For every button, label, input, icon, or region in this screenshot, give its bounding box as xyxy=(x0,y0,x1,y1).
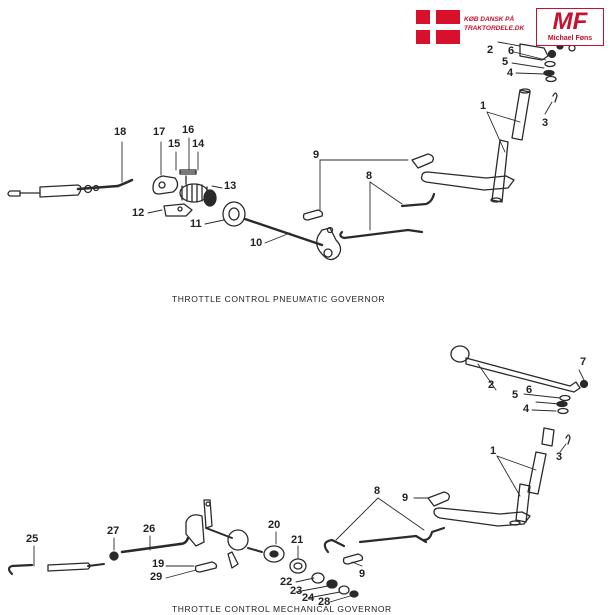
part-9-link xyxy=(302,153,434,221)
callout-6b: 6 xyxy=(526,384,533,396)
callout-9: 9 xyxy=(313,149,320,161)
callout-26: 25 xyxy=(26,533,39,545)
callout-14: 14 xyxy=(192,138,205,150)
part-18-rod xyxy=(7,178,134,198)
callout-18: 18 xyxy=(114,126,127,138)
callout-1b: 1 xyxy=(490,445,497,457)
part-19-lever xyxy=(185,499,233,547)
part-12-spring xyxy=(179,183,217,207)
part-governor-arm xyxy=(227,529,263,569)
callout-15: 15 xyxy=(168,138,181,150)
callout-28: 27 xyxy=(107,525,120,537)
callout-22: 22 xyxy=(280,576,293,588)
callout-8: 8 xyxy=(366,170,373,182)
shop-logo: KØB DANSK PÅ TRAKTORDELE.DK MF Michael F… xyxy=(416,8,604,46)
callout-13: 12 xyxy=(132,207,145,219)
part-17-bracket xyxy=(152,175,179,195)
callout-29: 29 xyxy=(150,571,163,583)
callout-12: 13 xyxy=(224,180,237,192)
callout-5b: 5 xyxy=(512,389,519,401)
callout-6: 6 xyxy=(508,45,515,57)
callout-27: 26 xyxy=(143,523,156,535)
part-9-links-bottom xyxy=(342,491,450,565)
callout-9c: 9 xyxy=(359,568,366,580)
part-10-shaft xyxy=(243,217,342,261)
callout-8b: 8 xyxy=(374,485,381,497)
callout-17: 17 xyxy=(153,126,166,138)
callout-9b: 9 xyxy=(402,492,409,504)
callout-21: 21 xyxy=(291,534,304,546)
part-13-lever xyxy=(163,203,193,217)
part-22-25-small-parts xyxy=(311,572,359,598)
callout-16: 16 xyxy=(182,124,195,136)
part-1-shaft-bottom xyxy=(433,427,555,527)
callout-1: 1 xyxy=(480,100,487,112)
danish-flag-icon xyxy=(416,10,460,44)
callout-2: 2 xyxy=(487,44,494,56)
part-11-disc xyxy=(222,201,246,227)
callout-24: 24 xyxy=(302,592,315,604)
callout-4b: 4 xyxy=(523,403,530,415)
part-8-rods xyxy=(339,192,436,240)
callout-10: 10 xyxy=(250,237,263,249)
callout-11: 11 xyxy=(190,218,202,230)
mf-logo: MF Michael Føns xyxy=(536,8,604,46)
part-3-4-5-6-washers xyxy=(543,60,558,103)
callout-5: 5 xyxy=(502,56,509,68)
mf-mark: MF xyxy=(552,8,588,35)
callout-3b: 3 xyxy=(556,451,563,463)
callout-7: 7 xyxy=(580,356,587,368)
part-2-lever-bottom xyxy=(450,345,589,393)
callout-3: 3 xyxy=(542,117,549,129)
callout-23: 23 xyxy=(290,585,303,597)
caption-mechanical: THROTTLE CONTROL MECHANICAL GOVERNOR xyxy=(172,604,392,614)
callout-2b: 2 xyxy=(488,379,495,391)
part-26-rod-end xyxy=(7,562,105,576)
bottom-leaders xyxy=(33,363,585,603)
part-20-washer xyxy=(263,545,285,563)
part-28-nut xyxy=(109,551,119,561)
part-8-rods-bottom xyxy=(323,526,446,554)
part-29-link xyxy=(194,561,218,573)
callout-19: 19 xyxy=(152,558,165,570)
callout-25: 28 xyxy=(318,596,331,608)
part-1-shaft xyxy=(420,88,531,203)
part-14-16-pins xyxy=(179,169,197,185)
callout-4: 4 xyxy=(507,67,514,79)
caption-pneumatic: THROTTLE CONTROL PNEUMATIC GOVERNOR xyxy=(172,294,386,304)
part-3-6-washers-bottom xyxy=(556,394,571,445)
callout-20: 20 xyxy=(268,519,281,531)
shop-text: KØB DANSK PÅ TRAKTORDELE.DK xyxy=(464,16,525,32)
part-21-spring xyxy=(289,558,307,574)
part-27-rod xyxy=(120,536,190,554)
owner-name: Michael Føns xyxy=(547,35,593,42)
top-leaders xyxy=(121,41,553,244)
